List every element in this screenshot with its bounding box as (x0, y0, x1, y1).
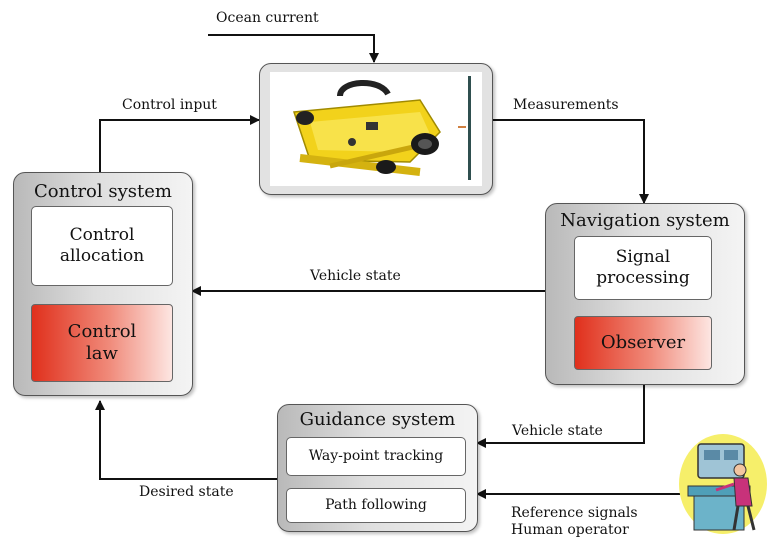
measurements-label: Measurements (513, 97, 619, 113)
desired-state-arrow (95, 400, 277, 480)
navigation-system-title: Navigation system (560, 210, 730, 231)
vehicle-photo (270, 72, 482, 186)
control-law-block: Control law (31, 304, 173, 382)
reference-signals-label: Reference signals (511, 505, 638, 521)
operator-clipart (679, 434, 767, 534)
vehicle-state-label-top: Vehicle state (310, 268, 401, 284)
vehicle-panel (259, 63, 493, 195)
navigation-system-panel: Navigation system Signal processing Obse… (545, 203, 745, 385)
desired-state-label: Desired state (139, 484, 234, 500)
guidance-system-panel: Guidance system Way-point tracking Path … (277, 404, 478, 532)
control-system-panel: Control system Control allocation Contro… (13, 172, 193, 396)
guidance-system-title: Guidance system (299, 409, 456, 430)
human-operator-label: Human operator (511, 522, 629, 538)
ocean-current-arrow (208, 34, 379, 63)
control-input-label: Control input (122, 97, 217, 113)
path-following-block: Path following (286, 488, 466, 523)
rov-vehicle-image (292, 76, 471, 180)
control-input-arrow (99, 115, 260, 172)
ocean-current-label: Ocean current (216, 10, 319, 26)
vehicle-state-label-bottom: Vehicle state (512, 423, 603, 439)
measurements-arrow (492, 119, 649, 204)
signal-processing-block: Signal processing (574, 236, 712, 300)
observer-block: Observer (574, 316, 712, 370)
control-allocation-block: Control allocation (31, 206, 173, 286)
human-operator-image (676, 428, 770, 536)
waypoint-tracking-block: Way-point tracking (286, 437, 466, 476)
vehicle-state-arrow-bottom (476, 384, 645, 448)
control-system-title: Control system (34, 181, 172, 202)
